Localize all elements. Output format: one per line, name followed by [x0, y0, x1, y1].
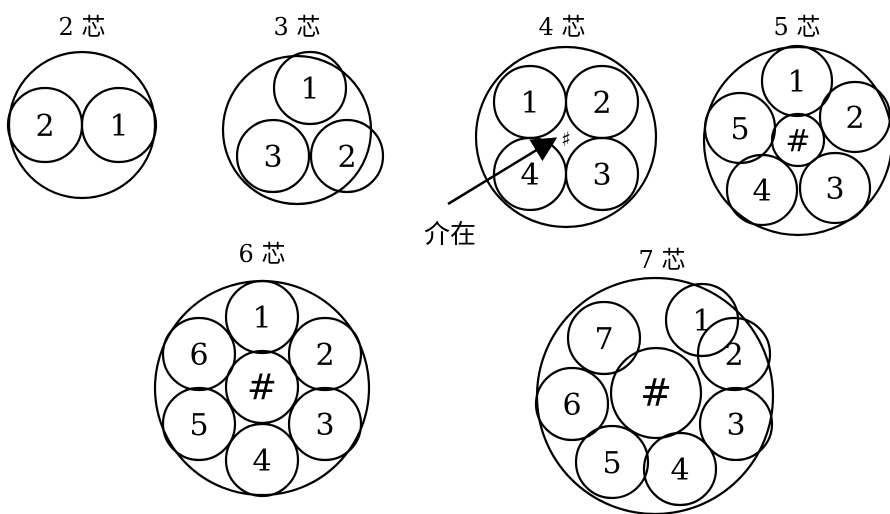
core-label: 5	[730, 112, 749, 147]
core-1	[272, 50, 348, 126]
filler	[609, 346, 703, 440]
core-label: 1	[787, 65, 806, 100]
core-6	[534, 366, 610, 442]
core-label: 3	[726, 408, 745, 443]
filler-mark: #	[640, 371, 672, 415]
diagram-4-title: 4 芯	[539, 13, 586, 41]
core-2	[309, 118, 385, 194]
core-3	[798, 151, 872, 225]
core-label: 2	[337, 140, 356, 175]
annotation-label: 介在	[424, 220, 476, 250]
core-1	[80, 86, 158, 164]
diagram-7-core: 7 芯 1 7 2 6 3 5 4 #	[534, 246, 775, 514]
core-label: 3	[592, 158, 611, 193]
core-7	[566, 300, 642, 376]
core-4	[725, 153, 799, 227]
core-4	[642, 431, 718, 507]
core-label: 2	[845, 101, 864, 136]
annotation-arrow	[447, 137, 558, 206]
diagram-5-core: 5 芯 1 5 2 4 3 #	[702, 13, 890, 237]
core-label: 2	[315, 338, 334, 373]
core-label: 4	[752, 174, 771, 209]
core-3	[235, 118, 311, 194]
core-label: 3	[825, 172, 844, 207]
core-label: 6	[562, 388, 581, 423]
core-label: 1	[300, 72, 319, 107]
core-3	[698, 386, 774, 462]
diagram-5-title: 5 芯	[774, 13, 821, 41]
outer-sheath	[474, 45, 658, 229]
filler-mark: #	[247, 367, 277, 408]
core-label: 4	[252, 444, 271, 479]
core-2	[696, 316, 772, 392]
core-1	[664, 282, 740, 358]
core-label: 5	[189, 408, 208, 443]
core-2	[287, 316, 363, 392]
core-label: 1	[692, 304, 711, 339]
diagram-7-title: 7 芯	[639, 246, 686, 274]
core-label: 5	[602, 446, 621, 481]
core-4	[224, 422, 300, 498]
core-1	[224, 279, 300, 355]
diagram-4-core: 4 芯 1 2 4 3 ♯ 介在	[424, 13, 658, 250]
core-label: 1	[252, 301, 271, 336]
core-label: 2	[724, 338, 743, 373]
core-label: 3	[315, 408, 334, 443]
core-5	[161, 386, 237, 462]
filler-mark: ♯	[561, 127, 571, 151]
core-3	[564, 136, 640, 212]
core-label: 1	[109, 109, 128, 144]
diagram-3-core: 3 芯 1 3 2	[221, 13, 385, 206]
core-2	[818, 80, 890, 154]
diagram-2-core: 2 芯 2 1	[6, 13, 158, 200]
diagram-6-title: 6 芯	[239, 240, 286, 268]
diagram-3-title: 3 芯	[274, 13, 321, 41]
core-1	[760, 44, 834, 118]
diagram-2-title: 2 芯	[59, 13, 106, 41]
core-label: 1	[520, 86, 539, 121]
filler-mark: #	[785, 124, 810, 159]
core-5	[574, 424, 650, 500]
core-label: 7	[594, 322, 613, 357]
core-label: 4	[520, 158, 539, 193]
core-label: 2	[592, 86, 611, 121]
core-label: 4	[670, 453, 689, 488]
core-label: 6	[189, 338, 208, 373]
core-label: 3	[263, 140, 282, 175]
core-6	[161, 316, 237, 392]
diagram-6-core: 6 芯 1 6 2 5 3 4 #	[153, 240, 371, 498]
core-label: 2	[35, 109, 54, 144]
core-3	[287, 386, 363, 462]
